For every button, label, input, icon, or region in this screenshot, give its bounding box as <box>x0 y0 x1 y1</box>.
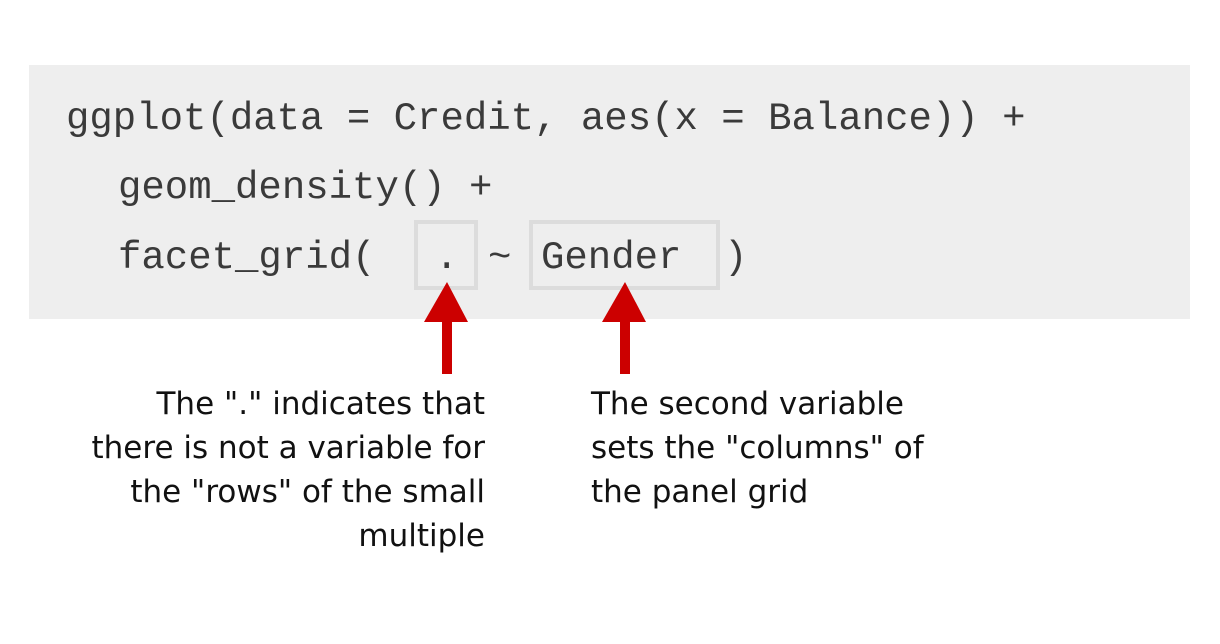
dot-explanation-text: The "." indicates that there is not a va… <box>91 386 486 554</box>
variable-explanation-text: The second variable sets the "columns" o… <box>591 386 924 510</box>
code-facet-dot: . <box>435 236 459 280</box>
code-block <box>29 65 1190 319</box>
code-facet-tilde: ~ <box>488 236 512 280</box>
arrow-to-gender <box>602 282 646 374</box>
code-facet-variable: Gender <box>541 236 682 280</box>
code-line-facet-grid-prefix: facet_grid( <box>118 236 376 280</box>
arrow-to-dot <box>424 282 468 374</box>
code-facet-close-paren: ) <box>724 236 748 280</box>
code-line-geom-density: geom_density() + <box>118 166 493 210</box>
code-line-ggplot: ggplot(data = Credit, aes(x = Balance)) … <box>66 97 1026 141</box>
